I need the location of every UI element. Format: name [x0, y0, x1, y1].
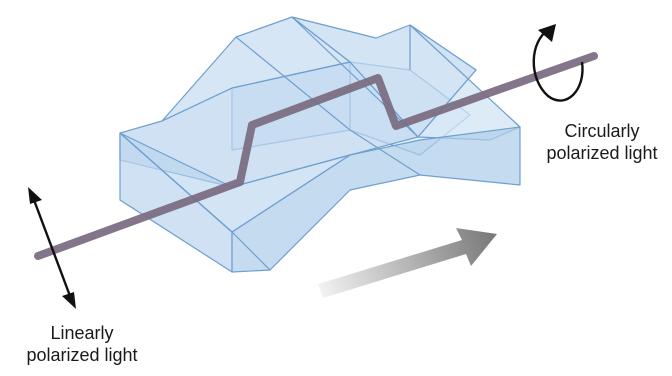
crystal-edge-ridge [291, 16, 419, 138]
linear-polarization-arrow-icon [28, 187, 76, 309]
circular-label-line1: Circularly [564, 121, 640, 141]
crystal-front-side [231, 126, 521, 273]
circular-polarization-arrow-icon [532, 24, 584, 102]
linear-label-line2: polarized light [26, 345, 138, 365]
crystal-edge-middle [235, 36, 421, 176]
crystal-edge-front [119, 132, 271, 271]
linear-polarization-label: Linearly polarized light [2, 322, 162, 366]
linear-label-line1: Linearly [50, 323, 114, 343]
circular-label-line2: polarized light [546, 143, 658, 163]
light-beam [34, 52, 598, 260]
propagation-direction-arrow-icon [318, 228, 497, 298]
circular-polarization-label: Circularly polarized light [532, 120, 672, 164]
